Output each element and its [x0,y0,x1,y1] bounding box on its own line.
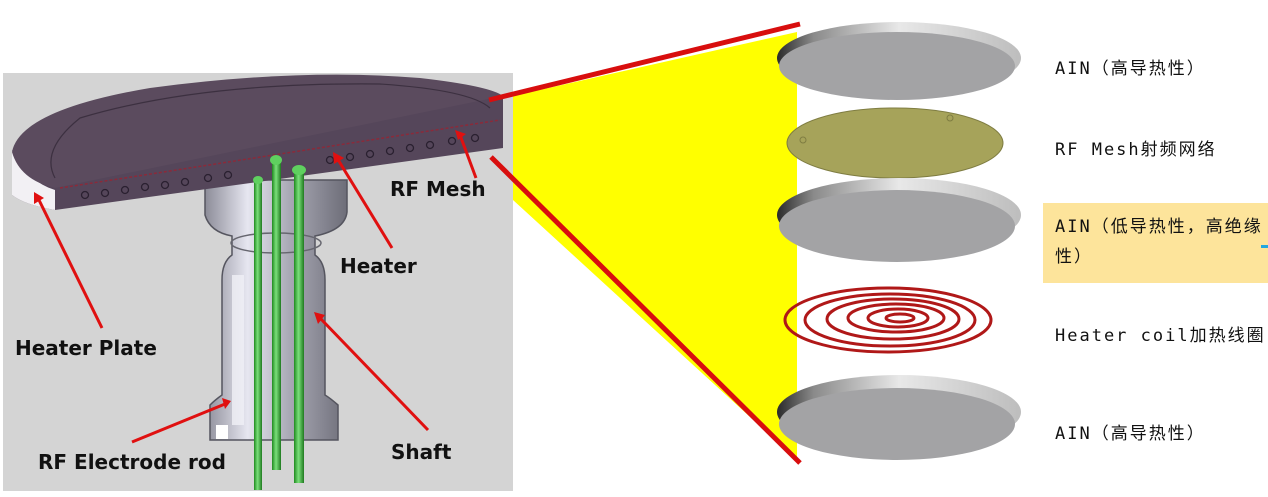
layer-label-heater-coil: Heater coil加热线圈 [1055,326,1266,346]
heater-coil [783,286,993,354]
heater-plate [12,74,503,210]
label-rf-electrode-rod: RF Electrode rod [38,450,226,474]
electrode-rod [272,160,281,470]
disc-aln-top [777,22,1021,100]
disc-rf-mesh [786,107,1004,179]
electrode-rod [294,168,304,483]
arrow-rf-electrode-rod [131,402,226,444]
zoom-line-top [488,21,801,103]
highlight-box [1043,203,1268,283]
text-cursor [1261,245,1268,248]
arrow-heater-plate [36,197,104,329]
label-rf-mesh: RF Mesh [390,177,486,201]
label-heater-plate: Heater Plate [15,336,157,360]
label-heater: Heater [340,254,417,278]
arrow-shaft [318,316,430,432]
zoom-fan [513,32,797,460]
disc-aln-bottom [777,375,1021,460]
callout-arrows [34,130,478,444]
disc-aln-middle [777,178,1021,262]
layer-label-rf-mesh: RF Mesh射频网络 [1055,140,1217,160]
layer-label-aln-top: AIN（高导热性） [1055,59,1206,79]
arrow-heater [335,157,394,249]
layer-label-aln-middle: AIN（低导热性，高绝缘性） [1055,217,1263,267]
rf-electrode-rods [253,155,306,490]
layer-label-aln-bottom: AIN（高导热性） [1055,424,1206,444]
zoom-line-bottom [489,155,802,465]
label-shaft: Shaft [391,440,452,464]
electrode-rod [254,178,262,490]
arrow-rf-mesh [458,134,478,179]
